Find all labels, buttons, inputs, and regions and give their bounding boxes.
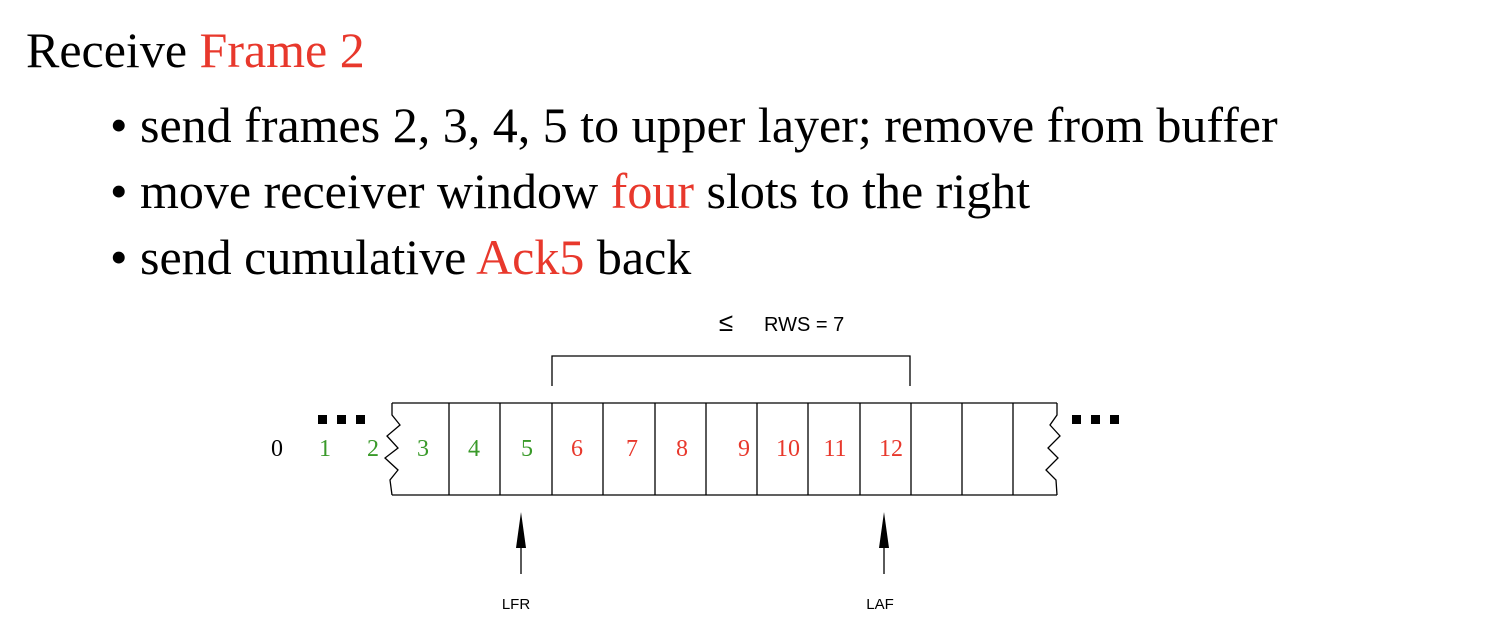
slot-dividers bbox=[448, 403, 1014, 495]
laf-label: LAF bbox=[866, 596, 894, 613]
slot-number: 4 bbox=[468, 436, 480, 462]
slot-number: 7 bbox=[626, 436, 638, 462]
bullet-text: send cumulative bbox=[140, 229, 477, 285]
slot-number: 11 bbox=[823, 436, 846, 462]
bullet-glyph: • bbox=[110, 97, 128, 153]
bullet-text-after: back bbox=[584, 229, 692, 285]
slot-number: 5 bbox=[521, 436, 533, 462]
slot-number: 12 bbox=[879, 436, 903, 462]
bullet-text: send frames 2, 3, 4, 5 to upper layer; r… bbox=[140, 97, 1278, 153]
bullet-glyph: • bbox=[110, 229, 128, 285]
lfr-label: LFR bbox=[502, 596, 531, 613]
title-highlight: Frame 2 bbox=[199, 22, 365, 78]
bullet-highlight: four bbox=[610, 163, 694, 219]
slot-number: 8 bbox=[676, 436, 688, 462]
left-ellipsis bbox=[318, 415, 365, 424]
buffer-strip bbox=[383, 402, 1061, 496]
lfr-pointer bbox=[516, 512, 526, 574]
right-ellipsis bbox=[1072, 415, 1119, 424]
slot-number: 3 bbox=[417, 436, 429, 462]
bullet-item: • send cumulative Ack5 back bbox=[110, 224, 1278, 290]
laf-pointer bbox=[879, 512, 889, 574]
bullet-item: • move receiver window four slots to the… bbox=[110, 158, 1278, 224]
window-size-label: RWS = 7 bbox=[764, 314, 844, 336]
bullet-highlight: Ack5 bbox=[476, 229, 585, 285]
frame-number: 1 bbox=[319, 436, 331, 462]
bullet-glyph: • bbox=[110, 163, 128, 219]
slot-number: 10 bbox=[776, 436, 800, 462]
slide-title: Receive Frame 2 bbox=[26, 20, 365, 80]
bullet-text: move receiver window bbox=[140, 163, 611, 219]
window-le-symbol: ≤ bbox=[719, 307, 733, 337]
frame-number: 2 bbox=[367, 436, 379, 462]
window-bracket bbox=[551, 355, 911, 386]
title-prefix: Receive bbox=[26, 22, 200, 78]
frame-number: 0 bbox=[271, 436, 283, 462]
slot-number: 6 bbox=[571, 436, 583, 462]
bullet-list: • send frames 2, 3, 4, 5 to upper layer;… bbox=[110, 92, 1278, 290]
slot-number: 9 bbox=[738, 436, 750, 462]
bullet-item: • send frames 2, 3, 4, 5 to upper layer;… bbox=[110, 92, 1278, 158]
bullet-text-after: slots to the right bbox=[693, 163, 1031, 219]
